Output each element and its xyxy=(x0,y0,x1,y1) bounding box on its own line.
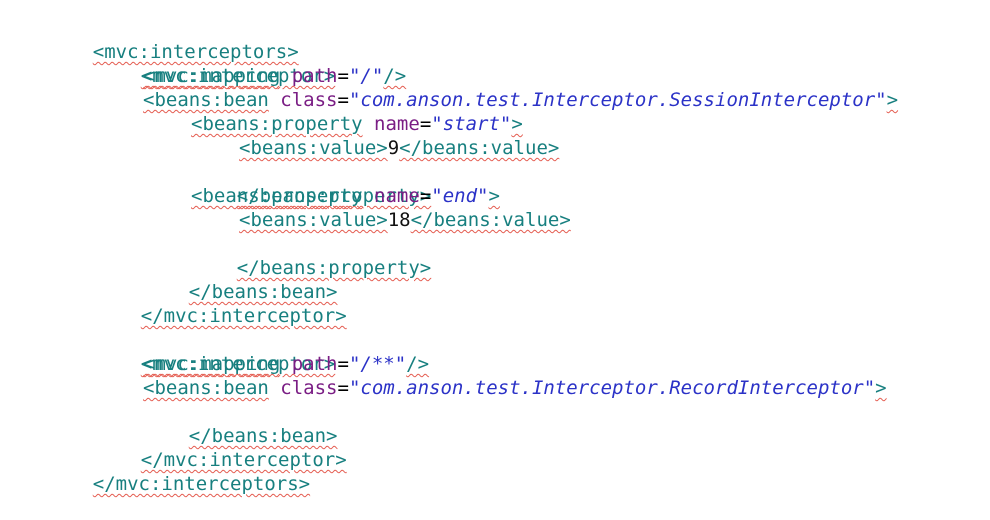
xml-close-tag: </beans:value> xyxy=(399,137,560,159)
xml-tag-start: <beans:bean xyxy=(143,89,269,111)
code-line: <mvc:interceptor> xyxy=(47,40,982,87)
code-line: <mvc:interceptor> xyxy=(47,328,982,375)
xml-attribute-name: name xyxy=(374,113,420,135)
xml-text-value: 9 xyxy=(387,137,400,159)
code-line: </mvc:interceptor> xyxy=(47,280,982,327)
xml-equals: = xyxy=(337,65,349,87)
xml-tag-start: <beans:property xyxy=(191,185,363,207)
xml-equals: = xyxy=(419,185,432,207)
xml-attribute-name: path xyxy=(291,353,338,375)
xml-attribute-value: "/**" xyxy=(348,353,407,375)
code-line: </beans:bean> xyxy=(47,256,982,303)
xml-open-tag: <mvc:interceptor> xyxy=(140,65,336,87)
xml-tag-start: <mvc:mapping xyxy=(143,65,281,87)
blank-code-line xyxy=(47,304,982,328)
xml-equals: = xyxy=(337,353,349,375)
xml-close-tag: </beans:value> xyxy=(410,209,571,231)
xml-equals: = xyxy=(337,89,349,111)
code-line: <mvc:mapping path="/**"/> xyxy=(47,352,982,376)
code-line: </beans:bean> xyxy=(47,400,982,447)
xml-attribute-value: "com.anson.test.Interceptor.RecordInterc… xyxy=(348,377,876,399)
code-line: <beans:bean class="com.anson.test.Interc… xyxy=(47,88,982,112)
xml-attribute-value: "end" xyxy=(431,185,489,207)
code-line: <mvc:interceptors> xyxy=(47,16,982,63)
xml-tag-start: <mvc:mapping xyxy=(143,353,281,375)
code-line: <mvc:mapping path="/"/> xyxy=(47,64,982,88)
xml-close-tag: </mvc:interceptor> xyxy=(140,449,347,471)
xml-close-tag: </beans:property> xyxy=(236,185,432,207)
xml-equals: = xyxy=(337,377,349,399)
xml-attribute-name: path xyxy=(291,65,338,87)
xml-open-tag: <beans:value> xyxy=(239,137,388,159)
xml-code-editor[interactable]: <mvc:interceptors> <mvc:interceptor> <mv… xyxy=(47,16,982,495)
xml-close-tag: </mvc:interceptors> xyxy=(92,473,311,495)
code-line: </mvc:interceptors> xyxy=(47,448,982,495)
xml-tag-start: <beans:property xyxy=(191,113,363,135)
code-line: </beans:property> xyxy=(47,160,982,207)
xml-tag-end: /> xyxy=(383,65,407,87)
xml-tag-end: /> xyxy=(406,353,430,375)
xml-close-tag: </beans:bean> xyxy=(188,425,338,447)
code-line: <beans:value>18</beans:value> xyxy=(47,208,982,232)
code-line: <beans:property name="end"> xyxy=(47,184,982,208)
xml-open-tag: <beans:value> xyxy=(239,209,388,231)
xml-tag-end: > xyxy=(875,377,887,399)
xml-close-tag: </mvc:interceptor> xyxy=(140,305,347,327)
xml-attribute-name: class xyxy=(280,377,338,399)
xml-attribute-name: class xyxy=(280,89,338,111)
xml-open-tag: <mvc:interceptor> xyxy=(140,353,336,375)
code-line: <beans:bean class="com.anson.test.Interc… xyxy=(47,376,982,400)
xml-close-tag: </beans:bean> xyxy=(188,281,338,303)
xml-tag-end: > xyxy=(886,89,899,111)
xml-tag-end: > xyxy=(511,113,523,135)
xml-attribute-name: name xyxy=(374,185,420,207)
code-line: <beans:value>9</beans:value> xyxy=(47,136,982,160)
code-line: <beans:property name="start"> xyxy=(47,112,982,136)
xml-equals: = xyxy=(419,113,432,135)
xml-tag-start: <beans:bean xyxy=(143,377,269,399)
code-line: </mvc:interceptor> xyxy=(47,424,982,471)
xml-attribute-value: "start" xyxy=(431,113,512,135)
xml-tag-end: > xyxy=(488,185,500,207)
xml-open-tag: <mvc:interceptors> xyxy=(92,41,299,63)
xml-attribute-value: "com.anson.test.Interceptor.SessionInter… xyxy=(348,89,887,111)
xml-text-value: 18 xyxy=(387,209,411,231)
xml-close-tag: </beans:property> xyxy=(236,257,432,279)
xml-attribute-value: "/" xyxy=(348,65,384,87)
code-line: </beans:property> xyxy=(47,232,982,279)
